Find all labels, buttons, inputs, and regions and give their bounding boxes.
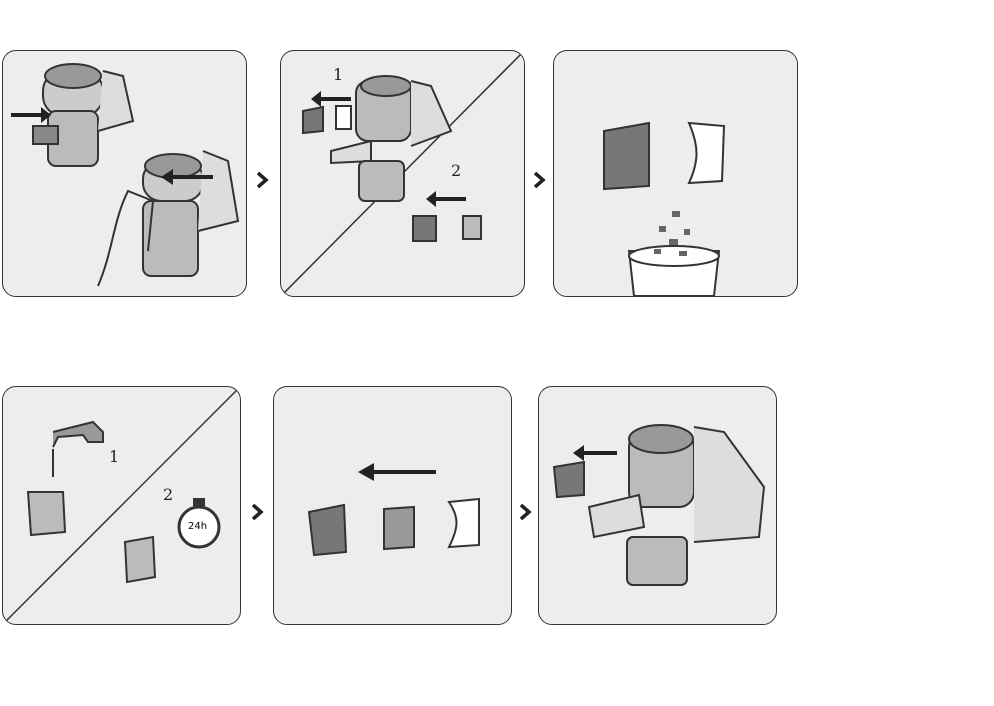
step-1-panel — [2, 50, 247, 297]
step-4-panel: 1 2 24h — [2, 386, 241, 625]
step-label-2: 2 — [163, 485, 174, 504]
reinsert-filter-illustration — [552, 424, 766, 586]
remove-filters-illustration — [281, 51, 524, 296]
arrow-right-icon — [11, 107, 51, 123]
arrow-left-icon — [311, 91, 351, 107]
arrow-left-icon — [573, 445, 617, 461]
step-label-1: 1 — [109, 447, 120, 466]
arrow-left-icon — [161, 169, 213, 185]
faucet-icon — [52, 420, 104, 448]
stopwatch-icon — [177, 505, 221, 549]
step-6-panel — [538, 386, 777, 625]
timer-label: 24h — [188, 521, 208, 532]
step-5-panel — [273, 386, 512, 625]
arrow-left-icon — [358, 463, 436, 481]
wash-and-dry-illustration — [3, 387, 240, 624]
chevron-right-icon — [256, 171, 269, 189]
step-2-panel: 1 2 — [280, 50, 525, 297]
vacuum-remove-bin-illustration — [11, 63, 240, 287]
chevron-right-icon — [519, 503, 532, 521]
step-label-1: 1 — [333, 65, 344, 84]
reassemble-filters-illustration — [307, 463, 480, 557]
arrow-left-icon — [426, 191, 466, 207]
empty-dust-illustration — [603, 121, 726, 296]
chevron-right-icon — [533, 171, 546, 189]
divider-line — [3, 387, 240, 624]
chevron-right-icon — [251, 503, 264, 521]
step-label-2: 2 — [451, 161, 462, 180]
step-3-panel — [553, 50, 798, 297]
